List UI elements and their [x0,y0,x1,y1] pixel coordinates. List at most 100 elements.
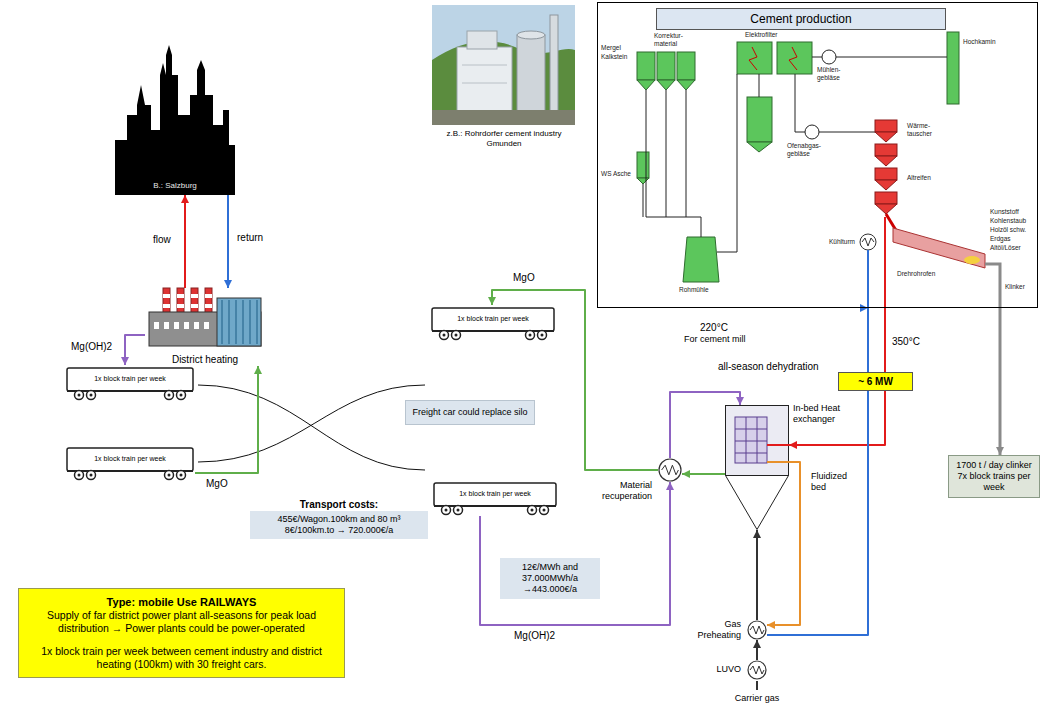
carrier-gas-inlet [756,681,758,690]
cement-schematic-part [805,125,819,139]
edge-label: MgO [205,478,229,490]
plant-shape-part [177,294,184,298]
plant-shape-part [217,298,261,346]
note-text: Freight car could replace silo [411,407,529,418]
plant-photo-part [517,35,545,115]
panel-title: Cement production [656,8,946,30]
plant-shape-part [243,300,244,344]
reactor-shape-part [767,444,789,446]
wagon-shape-part [538,331,547,340]
plant-shape-part [163,304,170,308]
wagon-shape-part [457,509,460,512]
wagon-shape-part [67,368,193,391]
schematic-label: Kohlenstaub [990,217,1026,225]
plant-shape-part [163,294,170,298]
reactor-shape-part [735,417,767,463]
plant-shape-part [236,300,237,344]
cement-schematic-part [875,156,897,166]
plant-photo-part [462,65,507,66]
heat-exchanger: LUVO [747,660,767,680]
track-lines-part [198,385,425,462]
cement-schematic-part [643,57,947,252]
cement-schematic [637,32,1000,308]
plant-photo-part [462,83,507,84]
plant-shape-part [154,322,159,329]
wagon-shape-part [443,334,446,337]
flow-connector [756,640,758,660]
schematic-label: WS Asche [601,170,631,178]
annotation: For cement mill [684,334,746,345]
wagon-shape-part [87,391,96,400]
wagon-shape-part [180,474,183,477]
reactor-shape-part [767,461,789,463]
annotation: z.B.: Rohrdorfer cement industry Gmunden [436,129,572,149]
flow-connector [682,473,725,475]
wagon-shape-part [455,334,458,337]
cement-schematic-part [657,52,675,80]
cement-schematic-part [657,80,675,90]
cement-schematic-part [893,228,985,268]
flow-connector [756,530,758,620]
city-label: B.: Salzburg [115,181,235,190]
plant-shape-part [222,300,223,344]
wagon-shape-part [177,391,186,400]
wagon-shape-part [445,509,448,512]
schematic-label: Drehrohrofen [897,270,935,278]
plant-shape-part [177,304,184,308]
summary-note: Type: mobile Use RAILWAYSSupply of far d… [18,588,345,678]
flow-connector [125,335,145,365]
cement-schematic-part [875,192,897,204]
cement-schematic-part [875,132,897,142]
wagon-label: 1x block train per week [70,374,190,383]
schematic-label: Ofenabgas-gebläse [787,142,831,157]
freight-wagon: 1x block train per week [65,365,195,401]
cement-schematic-part [747,97,772,142]
schematic-label: Hochkamin [963,38,996,46]
exch-shape [747,620,767,640]
cement-schematic-part [646,90,701,237]
exch-shape-part [750,666,764,674]
note-body: Supply of far district power plant all-s… [27,609,336,635]
plant-photo-part [432,110,575,125]
exch-shape-part [748,621,766,639]
wagon-shape-part [543,509,546,512]
exch-shape-part [750,626,764,634]
note-box: Freight car could replace silo [405,400,535,425]
cement-schematic-part [749,47,797,70]
exchanger-label: Gas Preheating [691,619,741,641]
wagon-shape-part [90,474,93,477]
cement-schematic-part [836,57,947,58]
wagon-shape-part [432,330,554,332]
cost-text: 12€/MWh and 37.000MWh/a →443.000€/a [504,562,596,595]
wagon-shape-part [432,308,554,331]
edge-label: MgO [512,272,536,284]
cement-schematic-part [643,184,644,217]
cement-schematic-part [717,74,737,252]
reactor-shape-part [726,476,789,530]
cement-schematic-part [860,234,876,250]
plant-shape-part [163,288,170,314]
plant-shape-part [204,322,209,329]
schematic-label: Elektrofilter [745,31,778,39]
exchanger-label: LUVO [716,664,741,675]
heat-exchanger: Material recuperation [658,458,682,482]
edge-label: flow [152,234,172,246]
cement-schematic-part [875,120,897,214]
edge-label: 350°C [891,336,921,348]
cost-text: 455€/Wagon.100km and 80 m³ 8€/100km.to →… [250,511,428,539]
plant-shape-part [250,300,251,344]
wagon-shape-part [452,331,461,340]
schematic-label: Altreifen [907,174,931,182]
reactor-shape [725,405,789,530]
wagon-shape-part [168,474,171,477]
wagon-shape-part [75,391,84,400]
flow-connector [999,308,1002,455]
wagon-shape-part [67,470,193,472]
edge-label: Mg(OH)2 [513,630,556,642]
reactor-heading: all-season dehydration [718,361,819,373]
cement-schematic-part [637,80,655,90]
exch-shape [658,458,682,482]
flow-connector [227,195,229,288]
cement-schematic-part [683,237,719,282]
